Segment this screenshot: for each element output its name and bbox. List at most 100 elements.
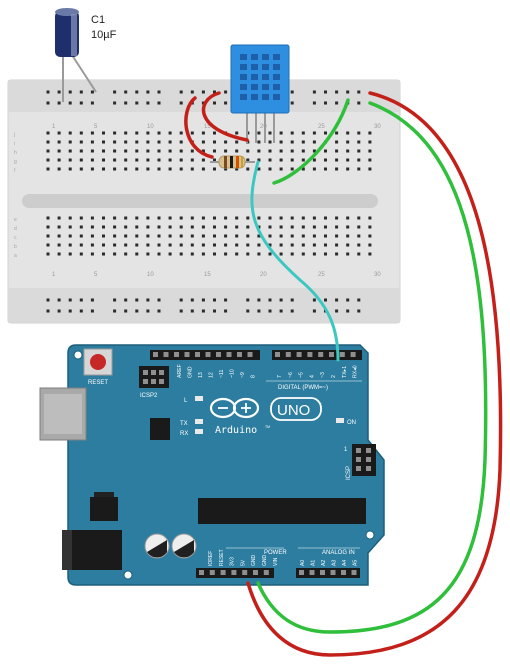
header-pin[interactable] [216, 352, 221, 357]
pin-label: A0 [300, 560, 306, 566]
rail-hole [68, 90, 72, 94]
breadboard-hole [179, 167, 183, 171]
breadboard-hole [179, 158, 183, 162]
usb-connector-inner [44, 394, 82, 434]
header-pin[interactable] [275, 352, 280, 357]
header-pin[interactable] [237, 352, 242, 357]
rail-hole [224, 309, 228, 313]
header-pin[interactable] [174, 352, 179, 357]
wire-red-breadboard-2[interactable] [201, 91, 249, 142]
header-pin[interactable] [329, 352, 334, 357]
capacitor-c1[interactable]: C1 10µF [55, 8, 117, 102]
rail-hole [335, 309, 339, 313]
header-pin[interactable] [253, 570, 258, 575]
wire-green-gnd[interactable] [256, 101, 488, 634]
breadboard-hole [279, 167, 283, 171]
resistor[interactable] [210, 155, 255, 169]
reset-button[interactable] [90, 354, 106, 370]
breadboard-hole [301, 252, 305, 256]
header-pin[interactable] [163, 352, 169, 357]
breadboard-hole [90, 131, 94, 135]
breadboard-hole [335, 167, 339, 171]
header-pin[interactable] [153, 352, 158, 357]
breadboard-hole [168, 131, 172, 135]
header-pin[interactable] [263, 570, 269, 575]
header-pin[interactable] [285, 352, 291, 357]
breadboard-hole [68, 140, 72, 144]
wire-green-breadboard[interactable] [272, 98, 350, 185]
header-pin[interactable] [330, 570, 336, 575]
breadboard-hole [46, 131, 50, 135]
breadboard-hole [46, 243, 50, 247]
header-pin[interactable] [309, 570, 315, 575]
breadboard-hole [246, 216, 250, 220]
header-pin[interactable] [195, 352, 200, 357]
breadboard-hole [157, 216, 161, 220]
breadboard-hole [290, 243, 294, 247]
pin-label: ~3 [320, 372, 326, 378]
header-pin[interactable] [226, 352, 232, 357]
breadboard-hole [268, 149, 272, 153]
breadboard-hole [368, 140, 372, 144]
header-pin[interactable] [199, 570, 204, 575]
breadboard-hole [57, 149, 61, 153]
breadboard-hole [335, 234, 339, 238]
breadboard-hole [113, 243, 117, 247]
header-pin[interactable] [220, 570, 226, 575]
header-pin[interactable] [184, 352, 190, 357]
header-pin[interactable] [341, 570, 346, 575]
breadboard-hole [213, 167, 216, 171]
breadboard-hole [46, 158, 50, 162]
led-l [195, 396, 203, 401]
breadboard-hole [90, 216, 94, 220]
rail-hole [246, 298, 250, 302]
header-pin[interactable] [242, 570, 248, 575]
header-pin[interactable] [247, 352, 253, 357]
capacitor-value: 10µF [91, 29, 117, 41]
wire-red-breadboard-1[interactable] [184, 96, 214, 159]
header-pin[interactable] [299, 570, 304, 575]
grille-slot [240, 94, 247, 100]
breadboard-hole [235, 243, 239, 247]
breadboard-hole [224, 167, 228, 171]
breadboard-hole [102, 234, 105, 238]
breadboard-hole [312, 243, 316, 247]
header-pin[interactable] [231, 570, 237, 575]
pin-label: ~9 [240, 372, 246, 378]
header-pin[interactable] [209, 570, 215, 575]
rail-hole [279, 298, 283, 302]
icsp-header [352, 444, 376, 476]
breadboard-hole [279, 131, 283, 135]
breadboard-hole [57, 158, 61, 162]
rail-hole [290, 298, 294, 302]
breadboard-hole [190, 243, 194, 247]
header-pin[interactable] [307, 352, 313, 357]
wire-cyan-data[interactable] [250, 160, 340, 362]
header-pin[interactable] [205, 352, 211, 357]
rail-hole [201, 309, 205, 313]
header-pin[interactable] [320, 570, 325, 575]
breadboard-hole [102, 149, 105, 153]
rail-hole [146, 298, 150, 302]
rail-hole [346, 298, 350, 302]
breadboard-hole [146, 167, 150, 171]
header-pin[interactable] [351, 570, 357, 575]
dht-sensor[interactable] [230, 44, 290, 143]
header-pin[interactable] [350, 352, 356, 357]
breadboard-hole [168, 243, 172, 247]
wire-red-5v[interactable] [246, 91, 503, 657]
header-pin[interactable] [318, 352, 324, 357]
rail-hole [68, 309, 72, 313]
grille-slot [273, 74, 280, 80]
breadboard-hole [124, 167, 128, 171]
breadboard-hole [312, 234, 316, 238]
breadboard-hole [157, 167, 161, 171]
rail-hole [290, 309, 294, 313]
header-pin[interactable] [339, 352, 345, 357]
header-pin[interactable] [296, 352, 302, 357]
rail-hole [57, 298, 61, 302]
rail-hole [90, 101, 94, 105]
rail-hole [224, 90, 228, 94]
breadboard-hole [46, 167, 50, 171]
grille-slot [251, 54, 258, 60]
